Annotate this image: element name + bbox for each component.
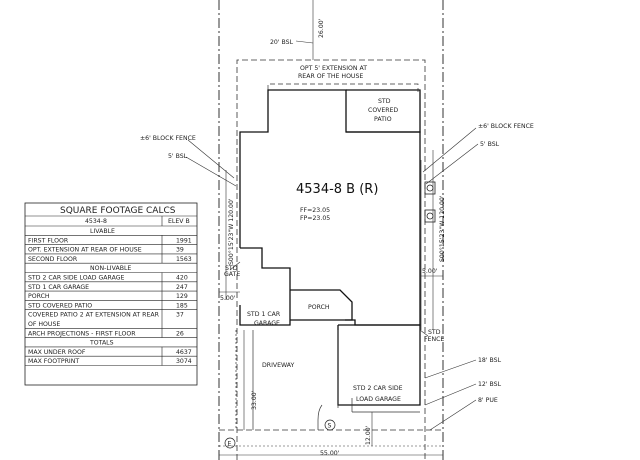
ac-units	[424, 181, 436, 223]
right-setback-dim: 5.00'	[422, 268, 438, 275]
table-row-value: 185	[176, 302, 188, 309]
table-section-heading: NON-LIVABLE	[90, 265, 131, 272]
house-footprint	[239, 89, 421, 406]
right-bearing-label: S00°15'23"W 120.00'	[438, 195, 446, 262]
garage2-label-2: LOAD GARAGE	[356, 396, 401, 403]
table-row-value: 39	[176, 247, 184, 254]
opt-extension-label-2: REAR OF THE HOUSE	[298, 73, 363, 80]
table-row-value: 247	[176, 284, 188, 291]
leader-lines	[185, 40, 479, 431]
bsl-18-label: 18' BSL	[478, 357, 502, 364]
table-section-heading: LIVABLE	[90, 228, 115, 235]
table-row-label: PORCH	[28, 293, 50, 300]
table-row-value: 1991	[176, 237, 192, 244]
sewer-marker: S	[324, 419, 336, 431]
svg-text:S: S	[328, 423, 332, 430]
std-gate-left-1: STD	[225, 265, 238, 272]
svg-text:E: E	[228, 441, 232, 448]
ac-unit-1	[424, 181, 436, 195]
block-fence-left-label: ±6' BLOCK FENCE	[140, 135, 196, 142]
table-row-value: 1563	[176, 256, 192, 263]
driveway-lines	[235, 330, 420, 430]
left-bearing-label: S00°15'23"W 120.00'	[227, 198, 235, 265]
std-fence-right-1: STD	[428, 329, 441, 336]
table-title: SQUARE FOOTAGE CALCS	[60, 206, 176, 216]
garage1-label-2: GARAGE	[254, 320, 280, 327]
sewer-icon	[324, 419, 336, 431]
table-row-value: 37	[176, 312, 184, 319]
table-row-value: 129	[176, 293, 188, 300]
table-row-label: SECOND FLOOR	[28, 256, 78, 263]
front-width-dim: 55.00'	[320, 450, 340, 457]
table-section-heading: TOTALS	[89, 340, 114, 347]
garage1-outline	[239, 247, 291, 326]
table-row-label: STD COVERED PATIO	[28, 302, 92, 309]
garage1-label-1: STD 1 CAR	[247, 311, 281, 318]
table-row-label: COVERED PATIO 2 AT EXTENSION AT REAR	[28, 312, 160, 319]
top-depth-dimension: 26.00'	[318, 18, 325, 38]
pue-label: 8' PUE	[478, 397, 498, 404]
table-elev-label: ELEV B	[168, 218, 190, 225]
left-setback-dim: 5.00'	[220, 295, 236, 302]
covered-patio-label-3: PATIO	[374, 116, 392, 123]
table-row-label: OPT. EXTENSION AT REAR OF HOUSE	[28, 247, 142, 254]
porch-outline	[290, 289, 353, 321]
opt-extension-label-1: OPT 5' EXTENSION AT	[300, 65, 367, 72]
block-fence-right-label: ±6' BLOCK FENCE	[478, 123, 534, 130]
table-row-label: OF HOUSE	[28, 321, 60, 328]
table-row-label: ARCH PROJECTIONS - FIRST FLOOR	[28, 330, 136, 337]
front-setback-dim: 12.00'	[365, 425, 372, 445]
dimension-lines	[219, 0, 443, 456]
bsl-right-label: 5' BSL	[480, 141, 500, 148]
ac-unit-2	[424, 209, 436, 223]
porch-label: PORCH	[308, 304, 330, 311]
driveway-label: DRIVEWAY	[262, 362, 295, 369]
bsl-left-label: 5' BSL	[168, 153, 188, 160]
table-row-label: FIRST FLOOR	[28, 237, 69, 244]
finished-pad-label: FP=23.05	[300, 215, 330, 222]
setback-line	[236, 59, 426, 460]
std-fence-right-2: FENCE	[424, 336, 444, 343]
covered-patio-outline	[346, 89, 421, 133]
garage2-outline	[337, 324, 421, 406]
covered-patio-label-2: COVERED	[368, 107, 398, 114]
square-footage-table: SQUARE FOOTAGE CALCS 4534-8 ELEV B LIVAB…	[24, 202, 198, 386]
finished-floor-label: FF=23.05	[300, 207, 330, 214]
table-row-value: 3074	[176, 358, 192, 365]
drive-depth-dim: 33.00'	[251, 390, 258, 410]
table-row-label: STD 1 CAR GARAGE	[28, 284, 89, 291]
opt-extension-outline	[267, 83, 419, 92]
lot-number-label: 4534-8 B (R)	[296, 182, 378, 197]
table-row-value: 4637	[176, 349, 192, 356]
electric-marker: E	[224, 437, 236, 449]
table-plan-label: 4534-8	[85, 218, 107, 225]
table-row-value: 420	[176, 275, 188, 282]
rear-bsl-label: 20' BSL	[270, 39, 294, 46]
bsl-12-label: 12' BSL	[478, 381, 502, 388]
std-gate-left-2: GATE	[224, 271, 240, 278]
garage2-label-1: STD 2 CAR SIDE	[353, 385, 403, 392]
covered-patio-label-1: STD	[378, 98, 391, 105]
table-row-label: STD 2 CAR SIDE LOAD GARAGE	[28, 275, 124, 282]
table-frame	[24, 202, 198, 386]
table-row-label: MAX UNDER ROOF	[28, 349, 86, 356]
electric-icon	[224, 437, 236, 449]
table-row-value: 26	[176, 330, 184, 337]
table-row-label: MAX FOOTPRINT	[28, 358, 79, 365]
